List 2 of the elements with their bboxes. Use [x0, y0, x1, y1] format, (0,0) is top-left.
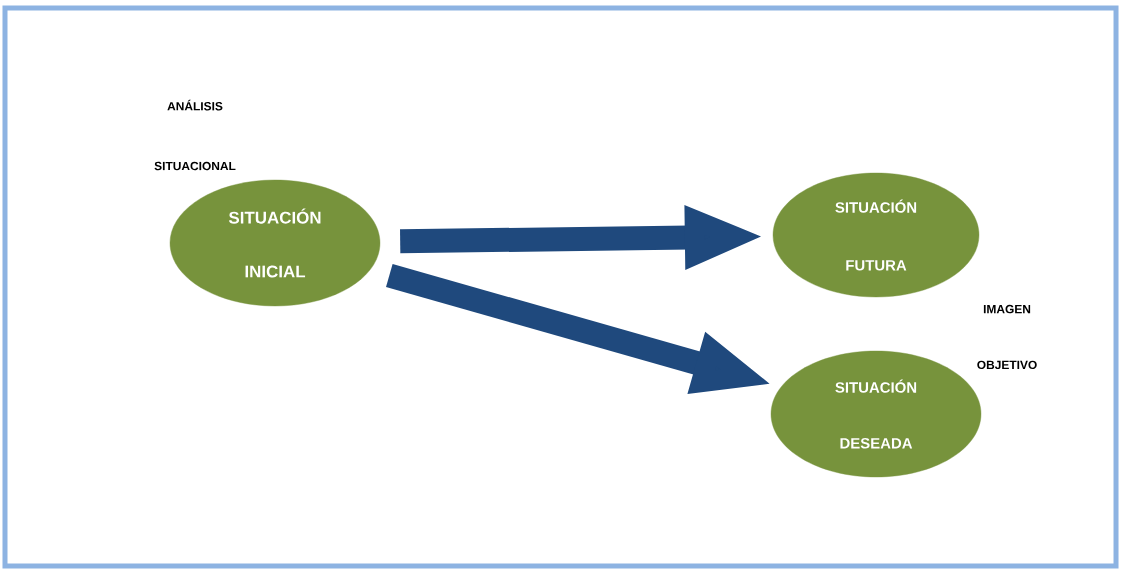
ellipse-node: SITUACIÓN INICIAL: [169, 179, 381, 307]
ellipse-node: SITUACIÓN FUTURA: [772, 172, 980, 298]
